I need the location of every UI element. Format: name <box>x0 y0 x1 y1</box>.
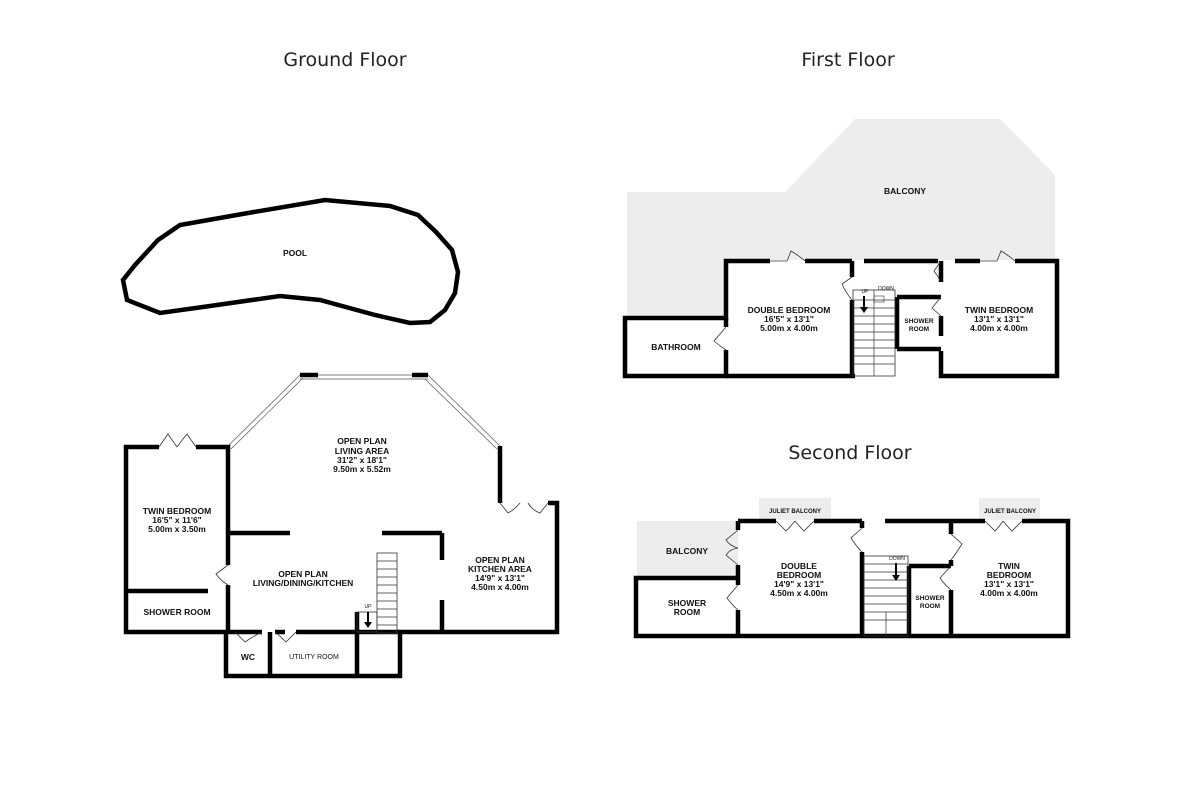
second-floor-title: Second Floor <box>788 442 911 464</box>
first-stairs: UP DOWN <box>852 286 896 377</box>
ldk-name-1: OPEN PLAN <box>278 569 328 579</box>
first-bathroom-name: BATHROOM <box>651 342 700 352</box>
first-doors <box>713 250 1016 351</box>
kitchen-imperial: 14'9" x 13'1" <box>475 573 525 583</box>
second-twin-bedroom-name-2: BEDROOM <box>987 570 1031 580</box>
first-double-bedroom-name: DOUBLE BEDROOM <box>748 305 831 315</box>
living-area-imperial: 31'2" x 18'1" <box>337 455 387 465</box>
second-twin-bedroom-name-1: TWIN <box>998 561 1020 571</box>
kitchen-name-1: OPEN PLAN <box>475 555 525 565</box>
first-twin-bedroom-imperial: 13'1" x 13'1" <box>974 314 1024 324</box>
second-doors <box>725 520 1023 611</box>
juliet-balcony-right-label: JULIET BALCONY <box>984 509 1036 515</box>
living-area-bay <box>227 372 501 450</box>
juliet-balcony-left-label: JULIET BALCONY <box>769 509 821 515</box>
first-shower-name-2: ROOM <box>909 326 929 333</box>
ground-twin-bedroom-name: TWIN BEDROOM <box>143 506 211 516</box>
first-stair-up-label: UP <box>862 289 870 295</box>
ground-stair-up-label: UP <box>365 604 373 610</box>
living-area-name-2: LIVING AREA <box>335 446 389 456</box>
ldk-name-2: LIVING/DINING/KITCHEN <box>253 578 354 588</box>
ground-floor: Ground Floor POOL <box>120 49 560 679</box>
second-shower-left-name-2: ROOM <box>674 607 700 617</box>
first-floor-title: First Floor <box>801 49 894 71</box>
ground-shower-room-name: SHOWER ROOM <box>143 607 210 617</box>
living-area-name-1: OPEN PLAN <box>337 436 387 446</box>
first-twin-bedroom-name: TWIN BEDROOM <box>965 305 1033 315</box>
second-shower-left-name-1: SHOWER <box>668 598 706 608</box>
first-balcony-name: BALCONY <box>884 186 926 196</box>
first-stair-down-label: DOWN <box>878 286 894 292</box>
ground-twin-bedroom-imperial: 16'5" x 11'6" <box>152 515 201 525</box>
ground-floor-title: Ground Floor <box>283 49 406 71</box>
ground-twin-bedroom-metric: 5.00m x 3.50m <box>148 524 206 534</box>
kitchen-metric: 4.50m x 4.00m <box>471 582 529 592</box>
second-double-bedroom-imperial: 14'9" x 13'1" <box>774 579 824 589</box>
kitchen-name-2: KITCHEN AREA <box>468 564 532 574</box>
second-floor: Second Floor BALCONY JULIET BALCONY JULI… <box>633 442 1071 639</box>
ground-doors <box>158 433 549 643</box>
second-balcony-area <box>637 521 738 578</box>
juliet-balcony-left-area <box>759 498 831 520</box>
pool-label: POOL <box>283 248 307 258</box>
second-stair-down-label: DOWN <box>889 556 905 562</box>
wc-name: WC <box>241 652 255 662</box>
second-twin-bedroom-metric: 4.00m x 4.00m <box>980 588 1038 598</box>
first-balcony-area <box>627 119 1055 318</box>
first-twin-bedroom-metric: 4.00m x 4.00m <box>970 323 1028 333</box>
second-walls <box>633 518 1071 639</box>
second-double-bedroom-name-1: DOUBLE <box>781 561 817 571</box>
second-shower-right-name-1: SHOWER <box>915 595 945 602</box>
pool: POOL <box>120 197 461 326</box>
first-floor: First Floor BALCONY <box>622 49 1060 379</box>
second-balcony-name: BALCONY <box>666 546 708 556</box>
second-stairs: DOWN <box>863 555 909 637</box>
utility-room-name: UTILITY ROOM <box>289 654 339 661</box>
second-double-bedroom-metric: 4.50m x 4.00m <box>770 588 828 598</box>
juliet-balcony-right-area <box>979 498 1040 520</box>
first-double-bedroom-imperial: 16'5" x 13'1" <box>764 314 814 324</box>
living-area-metric: 9.50m x 5.52m <box>333 464 391 474</box>
first-walls <box>622 258 1060 379</box>
second-shower-right-name-2: ROOM <box>920 603 940 610</box>
ground-stairs: UP <box>356 552 398 634</box>
first-double-bedroom-metric: 5.00m x 4.00m <box>760 323 818 333</box>
second-double-bedroom-name-2: BEDROOM <box>777 570 821 580</box>
second-twin-bedroom-imperial: 13'1" x 13'1" <box>984 579 1034 589</box>
first-shower-name-1: SHOWER <box>904 318 934 325</box>
